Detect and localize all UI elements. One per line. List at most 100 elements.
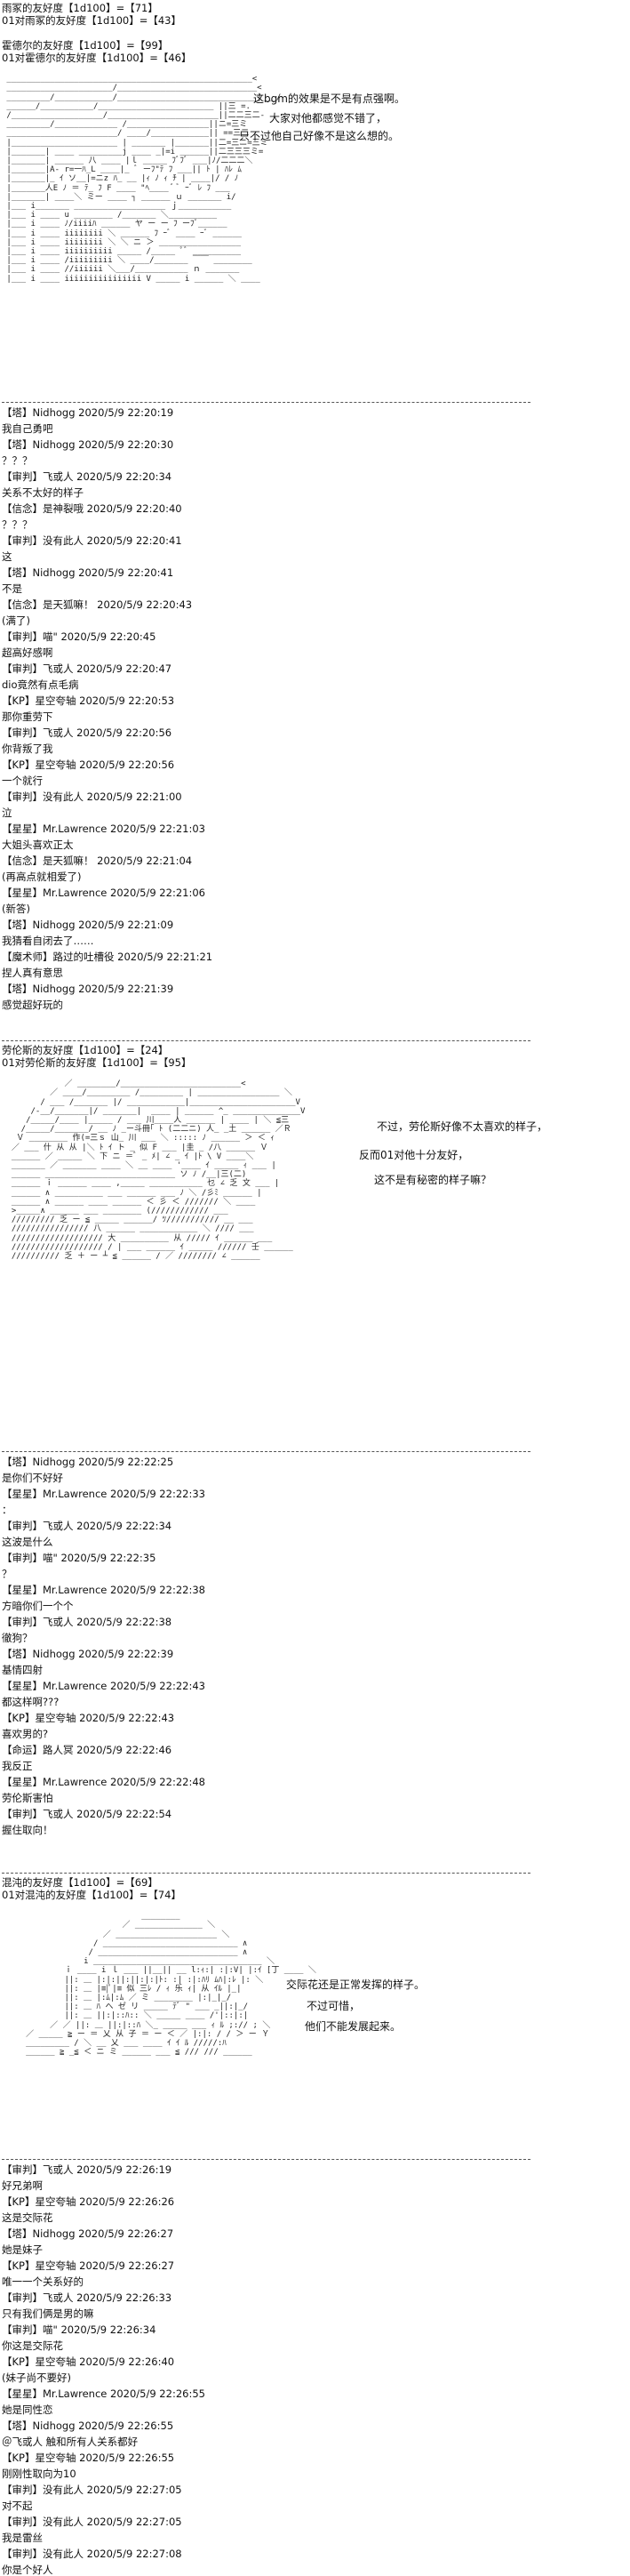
s1-log-line: 这 — [2, 550, 12, 563]
separator-3 — [2, 1451, 530, 1452]
s1-log-line: 【审判】没有此人 2020/5/9 22:21:00 — [2, 790, 182, 803]
s3-header-1: 混沌的友好度【1d100】=【69】 — [2, 1876, 158, 1889]
s1-log-line: 一个就行 — [2, 774, 43, 787]
s3-log-line: 好兄弟啊 — [2, 2179, 43, 2192]
s2-log-line: 方暗你们一个个 — [2, 1600, 74, 1612]
separator-1 — [2, 402, 530, 403]
s1-caption-1: 这bgm的效果是不是有点强啊。 — [253, 92, 405, 105]
s1-log-line: ？？？ — [2, 454, 33, 467]
s3-log-line: 【审判】飞或人 2020/5/9 22:26:33 — [2, 2291, 172, 2304]
s1-caption-3: 只不过他自己好像不是这么想的。 — [239, 130, 400, 142]
s2-log-line: 【塔】Nidhogg 2020/5/9 22:22:25 — [2, 1456, 174, 1468]
s2-log-line: 【审判】飞或人 2020/5/9 22:22:38 — [2, 1616, 172, 1628]
s1-log-line: 【信念】是天狐嘛！ 2020/5/9 22:20:43 — [2, 598, 193, 611]
s2-log-line: ： — [2, 1504, 12, 1516]
s2-caption-1: 不过，劳伦斯好像不太喜欢的样子， — [377, 1120, 548, 1133]
s1-log-line: 【魔术师】路过的吐槽役 2020/5/9 22:21:21 — [2, 951, 213, 963]
s1-log-line: ？？？ — [2, 518, 33, 531]
s1-log-line: 【信念】是神裂哦 2020/5/9 22:20:40 — [2, 502, 182, 515]
s3-log-line: 【KP】星空夸轴 2020/5/9 22:26:40 — [2, 2355, 175, 2368]
s2-caption-2: 反而01对他十分友好， — [359, 1149, 469, 1161]
s2-log-line: 【KP】星空夸轴 2020/5/9 22:22:43 — [2, 1712, 175, 1724]
s3-log-line: 【星星】Mr.Lawrence 2020/5/9 22:26:55 — [2, 2387, 205, 2400]
s3-log-line: 你这是交际花 — [2, 2339, 63, 2352]
s3-log-line: 【塔】Nidhogg 2020/5/9 22:26:27 — [2, 2227, 174, 2240]
s3-log-line: 【审判】飞或人 2020/5/9 22:26:19 — [2, 2163, 172, 2176]
s1-header-2: 01对雨冢的友好度【1d100】=【43】 — [2, 14, 181, 27]
s1-log-line: 【审判】喵" 2020/5/9 22:20:45 — [2, 630, 156, 643]
s3-log-line: 她是妹子 — [2, 2243, 43, 2256]
s2-log-line: 都这样啊??? — [2, 1696, 60, 1708]
s1-log-line: 感觉超好玩的 — [2, 999, 63, 1011]
s1-log-line: 【信念】是天狐嘛！ 2020/5/9 22:21:04 — [2, 855, 193, 867]
s1-log-line: (满了) — [2, 614, 30, 627]
s3-log-line: 你是个好人 — [2, 2564, 53, 2576]
separator-4 — [2, 1873, 530, 1874]
ascii-art-2: ／ ________/_________________________< ／ … — [11, 1079, 306, 1262]
s3-log-line: 对不起 — [2, 2500, 33, 2512]
s1-log-line: 【塔】Nidhogg 2020/5/9 22:20:41 — [2, 566, 174, 579]
s1-header-1: 雨冢的友好度【1d100】=【71】 — [2, 2, 158, 14]
s2-log-line: 【审判】飞或人 2020/5/9 22:22:34 — [2, 1520, 172, 1532]
s2-log-line: 是你们不好好 — [2, 1472, 63, 1484]
s2-log-line: 徹狗？ — [2, 1632, 33, 1644]
s2-log-line: ？ — [2, 1568, 12, 1580]
separator-5 — [2, 2159, 530, 2160]
s3-log-line: 唯一一个关系好的 — [2, 2275, 84, 2288]
s1-log-line: 【塔】Nidhogg 2020/5/9 22:20:19 — [2, 406, 174, 419]
s1-log-line: 我猜看自闭去了…… — [2, 935, 94, 947]
s1-log-line: (再高点就相爱了) — [2, 871, 82, 883]
s2-log-line: 【星星】Mr.Lawrence 2020/5/9 22:22:38 — [2, 1584, 205, 1596]
s3-log-line: 【KP】星空夸轴 2020/5/9 22:26:26 — [2, 2195, 175, 2208]
s3-log-line: 【审判】喵" 2020/5/9 22:26:34 — [2, 2323, 156, 2336]
s1-header-5: 01对霍德尔的友好度【1d100】=【46】 — [2, 52, 192, 64]
s3-log-line: ＠飞或人 触和所有人关系都好 — [2, 2436, 139, 2448]
s3-caption-2: 不过可惜， — [307, 2000, 361, 2012]
s1-log-line: 【星星】Mr.Lawrence 2020/5/9 22:21:06 — [2, 887, 205, 899]
s2-log-line: 喜欢男的? — [2, 1728, 49, 1740]
s1-log-line: 【星星】Mr.Lawrence 2020/5/9 22:21:03 — [2, 823, 205, 835]
s1-log-line: 【塔】Nidhogg 2020/5/9 22:21:09 — [2, 919, 174, 931]
s3-log-line: (妹子尚不要好) — [2, 2371, 71, 2384]
s3-header-2: 01对混沌的友好度【1d100】=【74】 — [2, 1889, 181, 1901]
s1-log-line: 泣 — [2, 807, 12, 819]
s1-log-line: 【塔】Nidhogg 2020/5/9 22:20:30 — [2, 438, 174, 451]
s3-caption-1: 交际花还是正常发挥的样子。 — [286, 1978, 426, 1991]
s2-log-line: 【命运】路人冥 2020/5/9 22:22:46 — [2, 1744, 172, 1756]
s2-caption-3: 这不是有秘密的样子嘛？ — [374, 1174, 492, 1186]
separator-2 — [2, 1040, 530, 1041]
s3-log-line: 【审判】没有此人 2020/5/9 22:27:08 — [2, 2548, 182, 2560]
s2-log-line: 【审判】喵" 2020/5/9 22:22:35 — [2, 1552, 156, 1564]
s2-log-line: 【审判】飞或人 2020/5/9 22:22:54 — [2, 1808, 172, 1820]
s2-log-line: 握住取向！ — [2, 1824, 53, 1836]
s3-log-line: 【KP】星空夸轴 2020/5/9 22:26:55 — [2, 2452, 175, 2464]
s2-header-2: 01对劳伦斯的友好度【1d100】=【95】 — [2, 1056, 192, 1069]
s1-log-line: dio竟然有点毛病 — [2, 678, 79, 691]
s2-log-line: 【塔】Nidhogg 2020/5/9 22:22:39 — [2, 1648, 174, 1660]
ascii-art-3: ________ ／ ______________ ＼ ／ __________… — [26, 1912, 316, 2058]
s2-log-line: 基情四射 — [2, 1664, 43, 1676]
s1-log-line: 【KP】星空夸轴 2020/5/9 22:20:56 — [2, 758, 175, 771]
s2-log-line: 【星星】Mr.Lawrence 2020/5/9 22:22:33 — [2, 1488, 205, 1500]
s2-header-1: 劳伦斯的友好度【1d100】=【24】 — [2, 1044, 169, 1056]
s3-log-line: 【审判】没有此人 2020/5/9 22:27:05 — [2, 2484, 182, 2496]
s3-caption-3: 他们不能发展起来。 — [305, 2020, 402, 2033]
ascii-art-1: ________________________________________… — [6, 75, 282, 284]
s3-log-line: 我是雷丝 — [2, 2532, 43, 2544]
s2-log-line: 这波是什么 — [2, 1536, 53, 1548]
s1-log-line: 大姐头喜欢正太 — [2, 839, 74, 851]
s1-log-line: 你背叛了我 — [2, 742, 53, 755]
s1-caption-2: 大家对他都感觉不错了， — [269, 112, 387, 124]
s1-log-line: 我自己勇吧 — [2, 422, 53, 435]
s1-log-line: 那你重劳下 — [2, 710, 53, 723]
s3-log-line: 她是同性恋 — [2, 2403, 53, 2416]
s1-log-line: 【审判】飞或人 2020/5/9 22:20:47 — [2, 662, 172, 675]
s3-log-line: 只有我们俩是男的嘛 — [2, 2307, 94, 2320]
s3-log-line: 【KP】星空夸轴 2020/5/9 22:26:27 — [2, 2259, 175, 2272]
s1-log-line: 捏人真有意思 — [2, 967, 63, 979]
s1-log-line: 【审判】没有此人 2020/5/9 22:20:41 — [2, 534, 182, 547]
s1-log-line: 【KP】星空夸轴 2020/5/9 22:20:53 — [2, 694, 175, 707]
s1-log-line: 【审判】飞或人 2020/5/9 22:20:34 — [2, 470, 172, 483]
s2-log-line: 【星星】Mr.Lawrence 2020/5/9 22:22:43 — [2, 1680, 205, 1692]
